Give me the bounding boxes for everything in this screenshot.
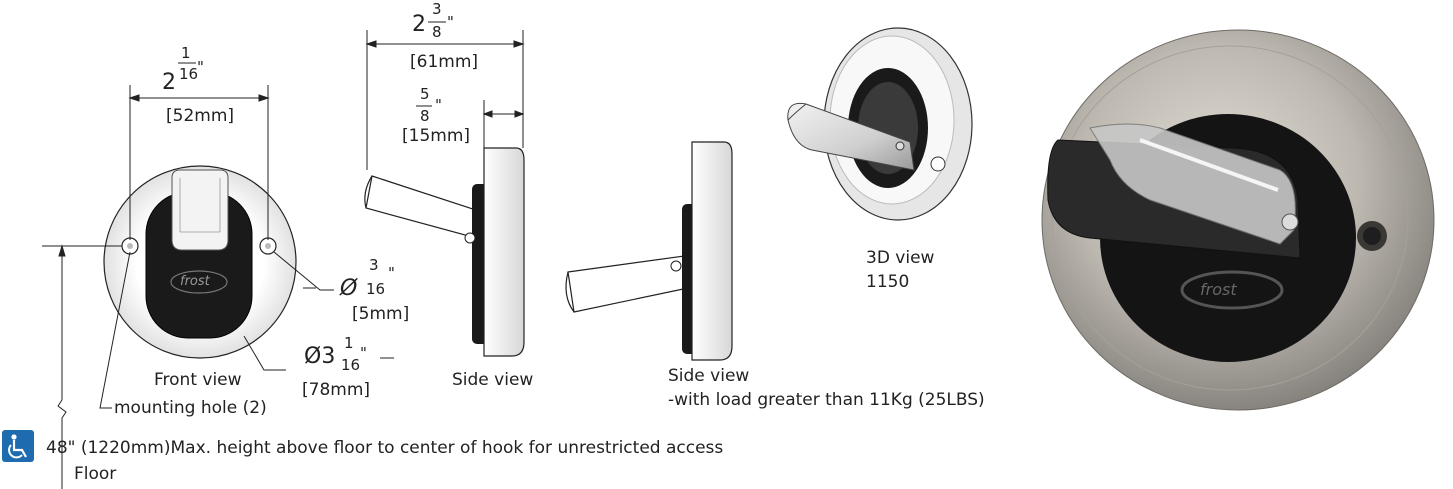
hole-denominator: 16: [366, 280, 386, 298]
wheelchair-accessibility-icon: [2, 430, 34, 462]
diameter-symbol: Ø: [340, 276, 358, 301]
width-whole: 2: [162, 70, 176, 95]
depth-whole: 2: [412, 12, 426, 37]
depth-dimension: [365, 21, 525, 170]
dia-numerator: 1: [344, 334, 354, 352]
accessibility-note: 48" (1220mm)Max. height above floor to c…: [46, 438, 724, 458]
hole-mm: [5mm]: [352, 304, 410, 324]
mounting-hole-label: mounting hole (2): [114, 398, 267, 418]
leader-lines: [99, 251, 394, 409]
floor-label: Floor: [74, 464, 117, 484]
plate-mm: [15mm]: [402, 126, 471, 146]
width-dimension: [128, 62, 270, 240]
hole-unit: ": [388, 264, 395, 282]
depth-mm: [61mm]: [410, 52, 479, 72]
depth-numerator: 3: [432, 0, 442, 18]
side-view-2: [565, 141, 733, 361]
dia-denominator: 16: [341, 356, 361, 374]
3d-view-label: 3D view: [866, 248, 935, 268]
width-mm: [52mm]: [166, 106, 235, 126]
plate-unit: ": [435, 96, 442, 114]
side-view-1: [364, 147, 525, 357]
side-view-2-note: -with load greater than 11Kg (25LBS): [668, 390, 985, 410]
dia-unit: ": [360, 344, 367, 362]
depth-denominator: 8: [432, 23, 442, 41]
width-denominator: 16: [179, 65, 199, 83]
front-view-label: Front view: [154, 370, 242, 390]
hole-numerator: 3: [369, 256, 379, 274]
model-number: 1150: [866, 272, 910, 292]
3d-view: [787, 27, 973, 221]
front-view: [103, 165, 297, 359]
side-view-1-label: Side view: [452, 370, 534, 390]
product-photo: [1041, 29, 1435, 411]
width-unit: ": [197, 58, 204, 76]
outer-diameter-mm: [78mm]: [302, 380, 371, 400]
plate-numerator: 5: [420, 85, 430, 103]
plate-denominator: 8: [420, 107, 430, 125]
depth-unit: ": [447, 13, 454, 31]
outer-diameter-whole: Ø3: [304, 344, 336, 369]
brand-logo-front: frost: [180, 274, 210, 289]
width-numerator: 1: [181, 44, 191, 62]
side-view-2-label: Side view: [668, 366, 750, 386]
height-dimension: [42, 244, 122, 489]
brand-logo-photo: frost: [1200, 280, 1237, 299]
